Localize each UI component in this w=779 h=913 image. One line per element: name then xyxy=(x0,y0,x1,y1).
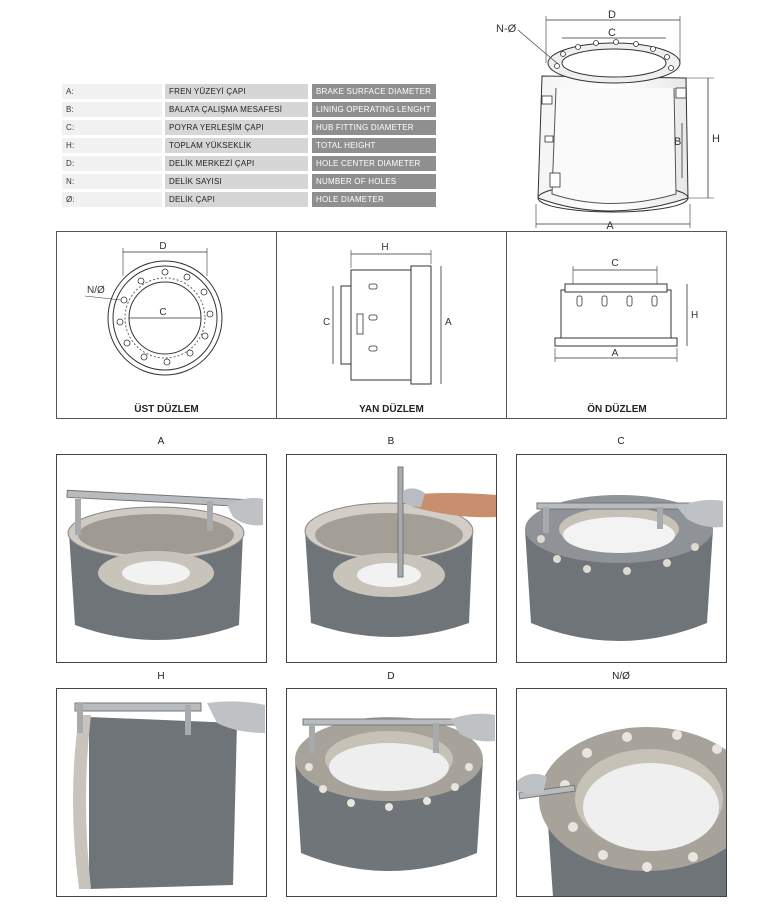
photo-label: D xyxy=(387,671,395,682)
brake-drum-photo xyxy=(295,713,495,871)
brake-drum-photo xyxy=(66,489,263,640)
legend-english: BRAKE SURFACE DIAMETER xyxy=(312,84,436,99)
brake-drum-dimension-drawing: D C N-Ø H B A xyxy=(496,9,720,230)
legend-english: HUB FITTING DIAMETER xyxy=(312,120,436,135)
photo-measure-h xyxy=(56,688,267,897)
view-title-front: ÖN DÜZLEM xyxy=(587,404,647,415)
legend-english: HOLE DIAMETER xyxy=(312,192,436,207)
photo-label: A xyxy=(157,436,165,447)
photo-measure-c xyxy=(516,454,727,663)
front-label-a: A xyxy=(612,348,619,359)
legend-row: H: TOPLAM YÜKSEKLİK TOTAL HEIGHT xyxy=(62,138,436,153)
legend-turkish: DELİK MERKEZİ ÇAPI xyxy=(165,156,308,171)
front-label-c: C xyxy=(611,258,618,269)
front-label-h: H xyxy=(691,310,698,321)
top-label-n-o: N/Ø xyxy=(87,285,105,296)
legend-key: A: xyxy=(62,84,162,99)
photo-measure-b xyxy=(286,454,497,663)
legend-key: H: xyxy=(62,138,162,153)
orthographic-views: D C N/Ø ÜST DÜZLEM H C A YAN DÜZLEM xyxy=(56,231,727,419)
label-d: D xyxy=(608,9,616,21)
brake-drum-photo xyxy=(304,466,496,637)
legend-key: Ø: xyxy=(62,192,162,207)
legend-row: N: DELİK SAYISI NUMBER OF HOLES xyxy=(62,174,436,189)
top-label-d: D xyxy=(159,241,166,252)
legend-row: B: BALATA ÇALIŞMA MESAFESİ LINING OPERAT… xyxy=(62,102,436,117)
photo-measure-a xyxy=(56,454,267,663)
legend-english: HOLE CENTER DIAMETER xyxy=(312,156,436,171)
brake-drum-photo xyxy=(73,701,265,889)
label-b: B xyxy=(674,136,681,148)
legend-turkish: DELİK SAYISI xyxy=(165,174,308,189)
legend-key: B: xyxy=(62,102,162,117)
label-h: H xyxy=(712,133,720,145)
legend-row: D: DELİK MERKEZİ ÇAPI HOLE CENTER DIAMET… xyxy=(62,156,436,171)
legend-english: TOTAL HEIGHT xyxy=(312,138,436,153)
brake-drum-photo xyxy=(517,727,726,896)
label-a: A xyxy=(606,220,614,230)
photo-measure-d xyxy=(286,688,497,897)
legend-row: C: POYRA YERLEŞİM ÇAPI HUB FITTING DIAME… xyxy=(62,120,436,135)
legend-row: A: FREN YÜZEYİ ÇAPI BRAKE SURFACE DIAMET… xyxy=(62,84,436,99)
top-view-drawing: D C N/Ø xyxy=(84,241,223,376)
view-title-top: ÜST DÜZLEM xyxy=(134,404,199,415)
front-view-drawing: C A H xyxy=(554,258,698,362)
legend-key: D: xyxy=(62,156,162,171)
label-n-o: N-Ø xyxy=(496,23,517,35)
side-label-a: A xyxy=(445,317,452,328)
photo-label: C xyxy=(617,436,625,447)
legend-turkish: BALATA ÇALIŞMA MESAFESİ xyxy=(165,102,308,117)
legend-key: N: xyxy=(62,174,162,189)
legend-turkish: POYRA YERLEŞİM ÇAPI xyxy=(165,120,308,135)
legend-english: LINING OPERATING LENGHT xyxy=(312,102,436,117)
photo-measure-n-o xyxy=(516,688,727,897)
photo-label: N/Ø xyxy=(612,671,630,682)
legend-english: NUMBER OF HOLES xyxy=(312,174,436,189)
view-title-side: YAN DÜZLEM xyxy=(359,404,424,415)
legend-turkish: FREN YÜZEYİ ÇAPI xyxy=(165,84,308,99)
photo-label: B xyxy=(387,436,395,447)
top-label-c: C xyxy=(159,307,166,318)
photo-label: H xyxy=(157,671,165,682)
label-c: C xyxy=(608,27,616,39)
legend-turkish: DELİK ÇAPI xyxy=(165,192,308,207)
side-view-drawing: H C A xyxy=(323,242,452,385)
legend-turkish: TOPLAM YÜKSEKLİK xyxy=(165,138,308,153)
side-label-h: H xyxy=(381,242,388,253)
brake-drum-photo xyxy=(525,495,723,641)
side-label-c: C xyxy=(323,317,330,328)
legend-key: C: xyxy=(62,120,162,135)
legend-row: Ø: DELİK ÇAPI HOLE DIAMETER xyxy=(62,192,436,207)
